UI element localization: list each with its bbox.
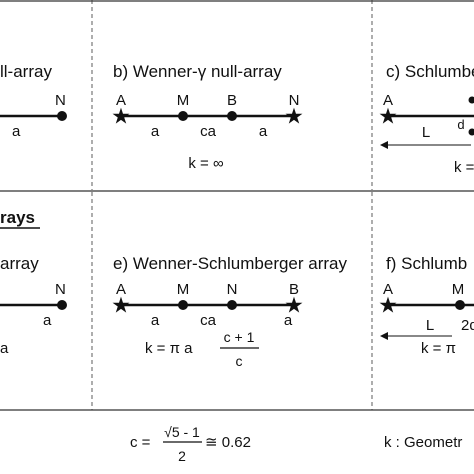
panel-d-heading: rays	[0, 208, 35, 227]
panel-c-electrode-n	[468, 128, 474, 136]
panel-a-label-n: N	[55, 92, 66, 109]
panel-b-label-b: B	[227, 92, 237, 109]
panel-e-k-numerator: c + 1	[224, 329, 255, 345]
panel-d-title: array	[0, 254, 39, 273]
panel-e-spacing-a1: a	[151, 312, 160, 329]
panel-f: f) Schlumb ★ A M L 2d k = π	[378, 254, 474, 357]
frame-lines	[91, 0, 373, 410]
panel-d-k: a	[0, 340, 9, 357]
panel-f-title: f) Schlumb	[386, 254, 467, 273]
footer-c-numerator: √5 - 1	[164, 424, 200, 440]
panel-e-k-denominator: c	[236, 353, 243, 369]
panel-c-k: k =	[454, 159, 474, 176]
panel-c-label-l: L	[422, 124, 430, 141]
panel-f-star-a-icon: ★	[378, 293, 398, 318]
panel-a-title: ll-array	[0, 62, 52, 81]
panel-f-label-m: M	[452, 281, 465, 298]
panel-e-label-b: B	[289, 281, 299, 298]
panel-b-spacing-ca: ca	[200, 123, 217, 140]
panel-b-electrode-m	[178, 111, 188, 121]
panel-e-k-prefix: k = π a	[145, 340, 193, 357]
panel-b-star-n-icon: ★	[284, 104, 304, 129]
panel-b-star-a-icon: ★	[111, 104, 131, 129]
panel-e-label-m: M	[177, 281, 190, 298]
panel-b-label-a: A	[116, 92, 126, 109]
panel-a: ll-array N a	[0, 62, 67, 140]
panel-c-star-a-icon: ★	[378, 104, 398, 129]
panel-b-k: k = ∞	[188, 155, 224, 172]
footer: c = √5 - 1 2 ≅ 0.62 k : Geometr	[130, 424, 462, 464]
panel-b-spacing-a2: a	[259, 123, 268, 140]
panel-b-label-m: M	[177, 92, 190, 109]
panel-f-label-a: A	[383, 281, 393, 298]
footer-c-denominator: 2	[178, 448, 186, 464]
panel-d-label-n: N	[55, 281, 66, 298]
footer-c-approx: ≅ 0.62	[205, 434, 251, 451]
panel-b-electrode-b	[227, 111, 237, 121]
panel-d: rays array N a a	[0, 208, 67, 357]
panel-d-label-a: a	[43, 312, 52, 329]
panel-e: e) Wenner-Schlumberger array ★ ★ A M N B…	[111, 254, 347, 369]
panel-e-electrode-n	[227, 300, 237, 310]
panel-b-label-n: N	[289, 92, 300, 109]
panel-f-label-2d: 2d	[461, 317, 474, 334]
panel-a-electrode-n	[57, 111, 67, 121]
panel-f-label-l: L	[426, 317, 434, 334]
footer-c-prefix: c =	[130, 434, 151, 451]
panel-c-electrode-m	[468, 96, 474, 104]
panel-e-spacing-a2: a	[284, 312, 293, 329]
panel-c: c) Schlumber ★ A L d k =	[378, 62, 474, 176]
panel-c-label-d: d	[457, 117, 464, 132]
panel-e-title: e) Wenner-Schlumberger array	[113, 254, 347, 273]
footer-k-definition: k : Geometr	[384, 434, 462, 451]
panel-c-title: c) Schlumber	[386, 62, 474, 81]
panel-b: b) Wenner-γ null-array ★ ★ A M B N a ca …	[111, 62, 304, 172]
panel-e-label-n: N	[227, 281, 238, 298]
panel-c-label-a: A	[383, 92, 393, 109]
panel-e-electrode-m	[178, 300, 188, 310]
panel-b-title: b) Wenner-γ null-array	[113, 62, 282, 81]
panel-f-k: k = π	[421, 340, 456, 357]
panel-e-star-a-icon: ★	[111, 293, 131, 318]
panel-d-electrode-n	[57, 300, 67, 310]
panel-e-spacing-ca: ca	[200, 312, 217, 329]
panel-b-spacing-a1: a	[151, 123, 160, 140]
panel-e-star-b-icon: ★	[284, 293, 304, 318]
panel-f-electrode-m	[455, 300, 465, 310]
panel-e-label-a: A	[116, 281, 126, 298]
panel-a-label-a: a	[12, 123, 21, 140]
